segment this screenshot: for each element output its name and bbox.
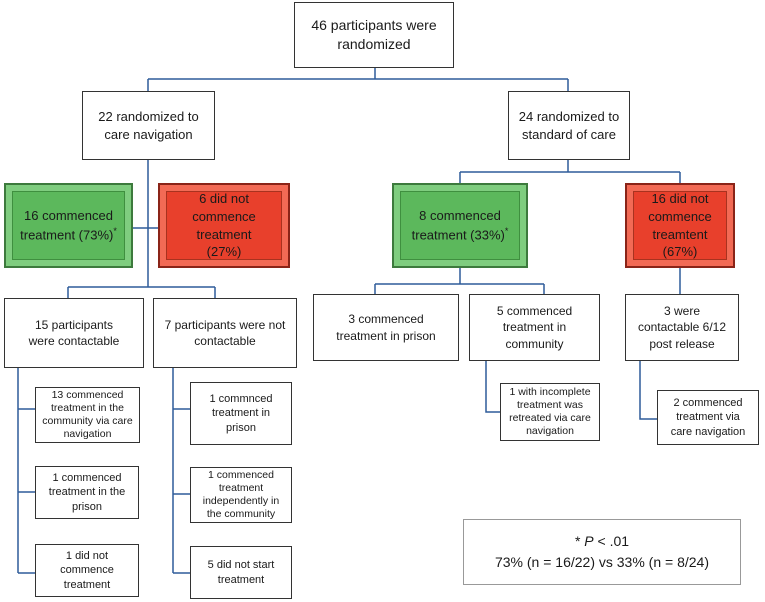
contactable-post-box: 3 were contactable 6/12 post release [625,294,739,361]
sc-commenced-main: 8 commenced treatment (33%) [411,208,505,243]
standard-of-care-text: 24 randomized to standard of care [518,108,620,142]
contactable-post-text: 3 were contactable 6/12 post release [637,304,727,351]
c1-not-box: 1 did not commence treatment [35,544,139,597]
p-value-line: * P < .01 [575,531,629,552]
contactable-box: 15 participants were contactable [4,298,144,368]
two-commenced-box: 2 commenced treatment via care navigatio… [657,390,759,445]
not-contactable-text: 7 participants were not contactable [164,317,286,348]
community-text: 5 commenced treatment in community [496,304,573,351]
care-navigation-text: 22 randomized to care navigation [98,108,199,142]
p-value-symbol: P [584,533,594,549]
prison-box: 3 commenced treatment in prison [313,294,459,361]
contactable-text: 15 participants were contactable [28,317,120,348]
root-text: 46 participants were randomized [311,17,437,52]
sc-commenced-box: 8 commenced treatment (33%)* [392,183,528,268]
cn-commenced-box: 16 commenced treatment (73%)* [4,183,133,268]
n5-text: 5 did not start treatment [207,559,275,586]
incomplete-text: 1 with incomplete treatment was retreate… [509,385,591,438]
c13-box: 13 commenced treatment in the community … [35,387,140,443]
cn-commenced-star: * [113,225,117,236]
cn-not-commenced-box: 6 did not commence treatment (27%) [158,183,290,268]
community-box: 5 commenced treatment in community [469,294,600,361]
c1-prison-text: 1 commenced treatment in the prison [48,472,126,513]
two-commenced-text: 2 commenced treatment via care navigatio… [670,397,746,438]
prison-text: 3 commenced treatment in prison [336,312,436,343]
incomplete-box: 1 with incomplete treatment was retreate… [500,383,600,441]
cn-commenced-main: 16 commenced treatment (73%) [20,208,114,243]
sc-commenced-star: * [504,225,509,236]
c1-not-text: 1 did not commence treatment [60,550,114,591]
n5-box: 5 did not start treatment [190,546,292,599]
p-value-threshold: < .01 [593,533,630,549]
cn-commenced-text: 16 commenced treatment (73%)* [6,207,131,243]
c1-prison-box: 1 commenced treatment in the prison [35,466,139,519]
p-value-note: * P < .01 73% (n = 16/22) vs 33% (n = 8/… [463,519,741,585]
sc-commenced-text: 8 commenced treatment (33%)* [394,207,526,243]
not-contactable-box: 7 participants were not contactable [153,298,297,368]
n1-indep-box: 1 commenced treatment independently in t… [190,467,292,523]
sc-not-commenced-text: 16 did not commence treamtent (67%) [648,191,712,260]
cn-not-commenced-text: 6 did not commence treatment (27%) [192,191,256,260]
care-navigation-box: 22 randomized to care navigation [82,91,215,160]
sc-not-commenced-box: 16 did not commence treamtent (67%) [625,183,735,268]
root-box: 46 participants were randomized [294,2,454,68]
standard-of-care-box: 24 randomized to standard of care [508,91,630,160]
n1-indep-text: 1 commenced treatment independently in t… [202,468,280,521]
p-value-comparison: 73% (n = 16/22) vs 33% (n = 8/24) [494,554,709,570]
n1-prison-box: 1 commnced treatment in prison [190,382,292,445]
p-value-star: * [574,533,585,549]
n1-prison-text: 1 commnced treatment in prison [209,393,273,434]
c13-text: 13 commenced treatment in the community … [42,388,133,441]
